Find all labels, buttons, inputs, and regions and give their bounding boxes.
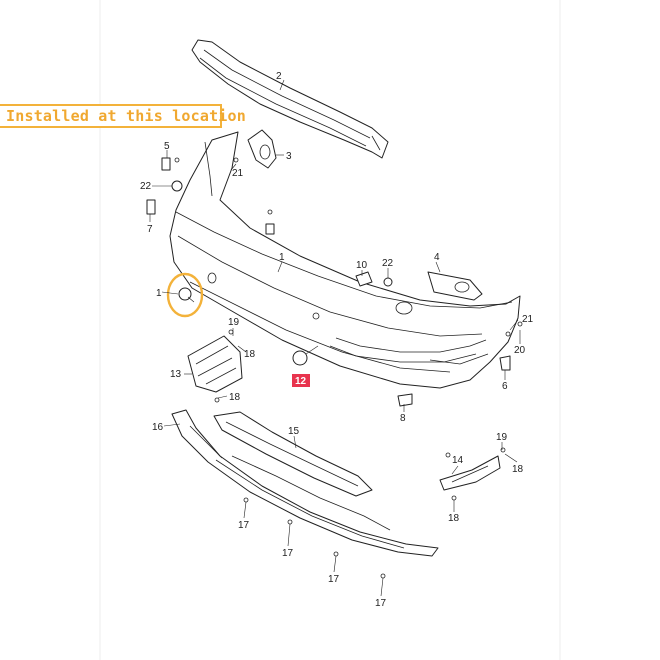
label-4: 4 (434, 252, 440, 263)
part-labels: 2 3 21 5 22 7 1 1 10 22 4 21 20 6 8 19 1… (140, 71, 534, 609)
label-18d: 18 (512, 464, 524, 475)
label-1a: 1 (279, 252, 285, 263)
label-10: 10 (356, 260, 368, 271)
part-3-bracket (247, 129, 277, 169)
part-13-bracket (187, 335, 243, 393)
part-14-bracket (439, 455, 501, 491)
label-5: 5 (164, 141, 170, 152)
label-19a: 19 (228, 317, 240, 328)
label-17d: 17 (375, 598, 387, 609)
label-13: 13 (170, 369, 182, 380)
label-18b: 18 (229, 392, 241, 403)
part-12-tag (292, 374, 310, 387)
label-15: 15 (288, 426, 300, 437)
label-17a: 17 (238, 520, 250, 531)
label-22b: 22 (382, 258, 394, 269)
callout-text: Installed at this location (6, 107, 246, 125)
label-22a: 22 (140, 181, 152, 192)
installation-callout: Installed at this location (0, 104, 246, 128)
part-16-spoiler (171, 409, 439, 557)
label-1b: 1 (156, 288, 162, 299)
label-14: 14 (452, 455, 464, 466)
part-1-bumper-cover (169, 131, 521, 389)
label-6: 6 (502, 381, 508, 392)
label-21b: 21 (522, 314, 534, 325)
label-12: 12 (295, 376, 307, 387)
label-16: 16 (152, 422, 164, 433)
label-18c: 18 (448, 513, 460, 524)
label-17c: 17 (328, 574, 340, 585)
highlight-ring (166, 272, 204, 318)
label-2: 2 (276, 71, 282, 82)
label-18a: 18 (244, 349, 256, 360)
part-4-cover (427, 271, 483, 301)
leader-lines (149, 79, 521, 597)
part-2-reinforcement (191, 39, 389, 159)
part-12-cap (292, 345, 319, 366)
label-19b: 19 (496, 432, 508, 443)
label-17b: 17 (282, 548, 294, 559)
label-8: 8 (400, 413, 406, 424)
label-21a: 21 (232, 168, 244, 179)
part-15-panel (213, 411, 373, 497)
label-7: 7 (147, 224, 153, 235)
label-3: 3 (286, 151, 292, 162)
label-20: 20 (514, 345, 526, 356)
